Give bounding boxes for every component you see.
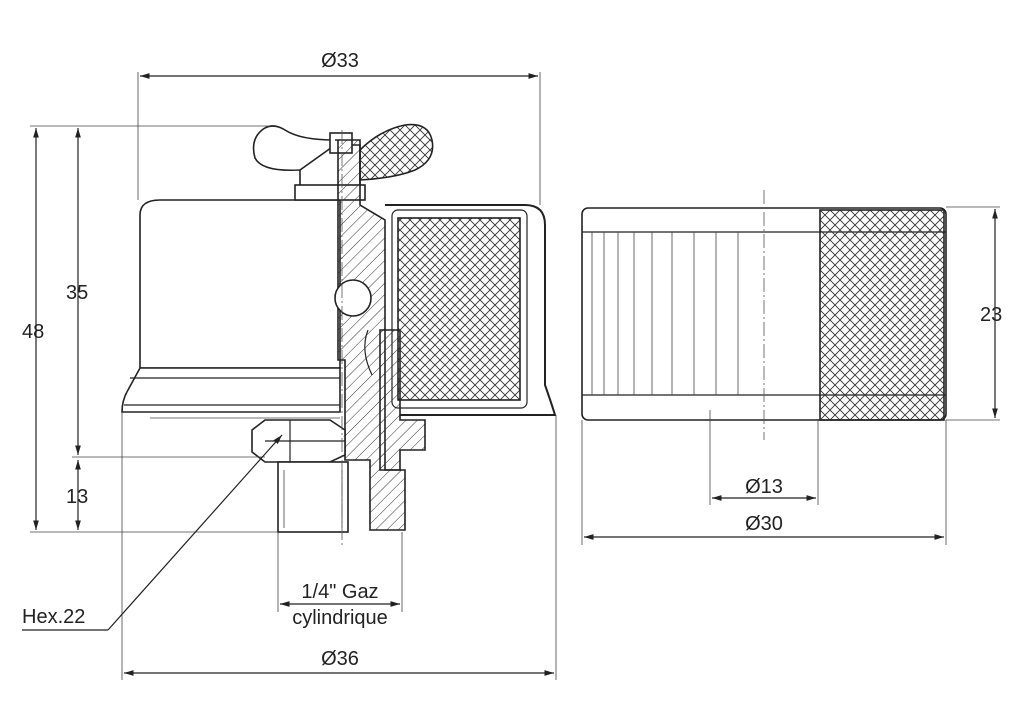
check-ball <box>334 279 372 317</box>
dim-filter-inner-diameter: Ø13 <box>745 476 783 498</box>
dim-height-body: 35 <box>66 282 88 304</box>
filter-mesh-right <box>819 209 945 421</box>
wing-nut-right <box>359 123 434 181</box>
filter-housing <box>385 204 557 416</box>
filter-ribs <box>591 232 739 395</box>
dim-filter-height: 23 <box>980 304 1002 326</box>
filter-mesh-left <box>397 217 521 401</box>
dim-height-thread: 13 <box>66 486 88 508</box>
thread-label-line2: cylindrique <box>292 607 388 629</box>
thread-cylinder <box>277 461 349 533</box>
dim-base-diameter: Ø36 <box>321 648 359 670</box>
filter-view <box>581 190 947 440</box>
dimension-lines <box>22 72 1000 680</box>
dim-hex-label: Hex.22 <box>22 606 85 628</box>
thread-label-line1: 1/4" Gaz <box>301 581 378 603</box>
dim-filter-outer-diameter: Ø30 <box>745 513 783 535</box>
valve-side-view <box>121 123 557 533</box>
dim-top-diameter: Ø33 <box>321 50 359 72</box>
dim-height-total: 48 <box>22 321 44 343</box>
central-stem-section <box>335 139 406 531</box>
valve-body <box>139 199 341 369</box>
valve-skirt <box>121 367 341 413</box>
